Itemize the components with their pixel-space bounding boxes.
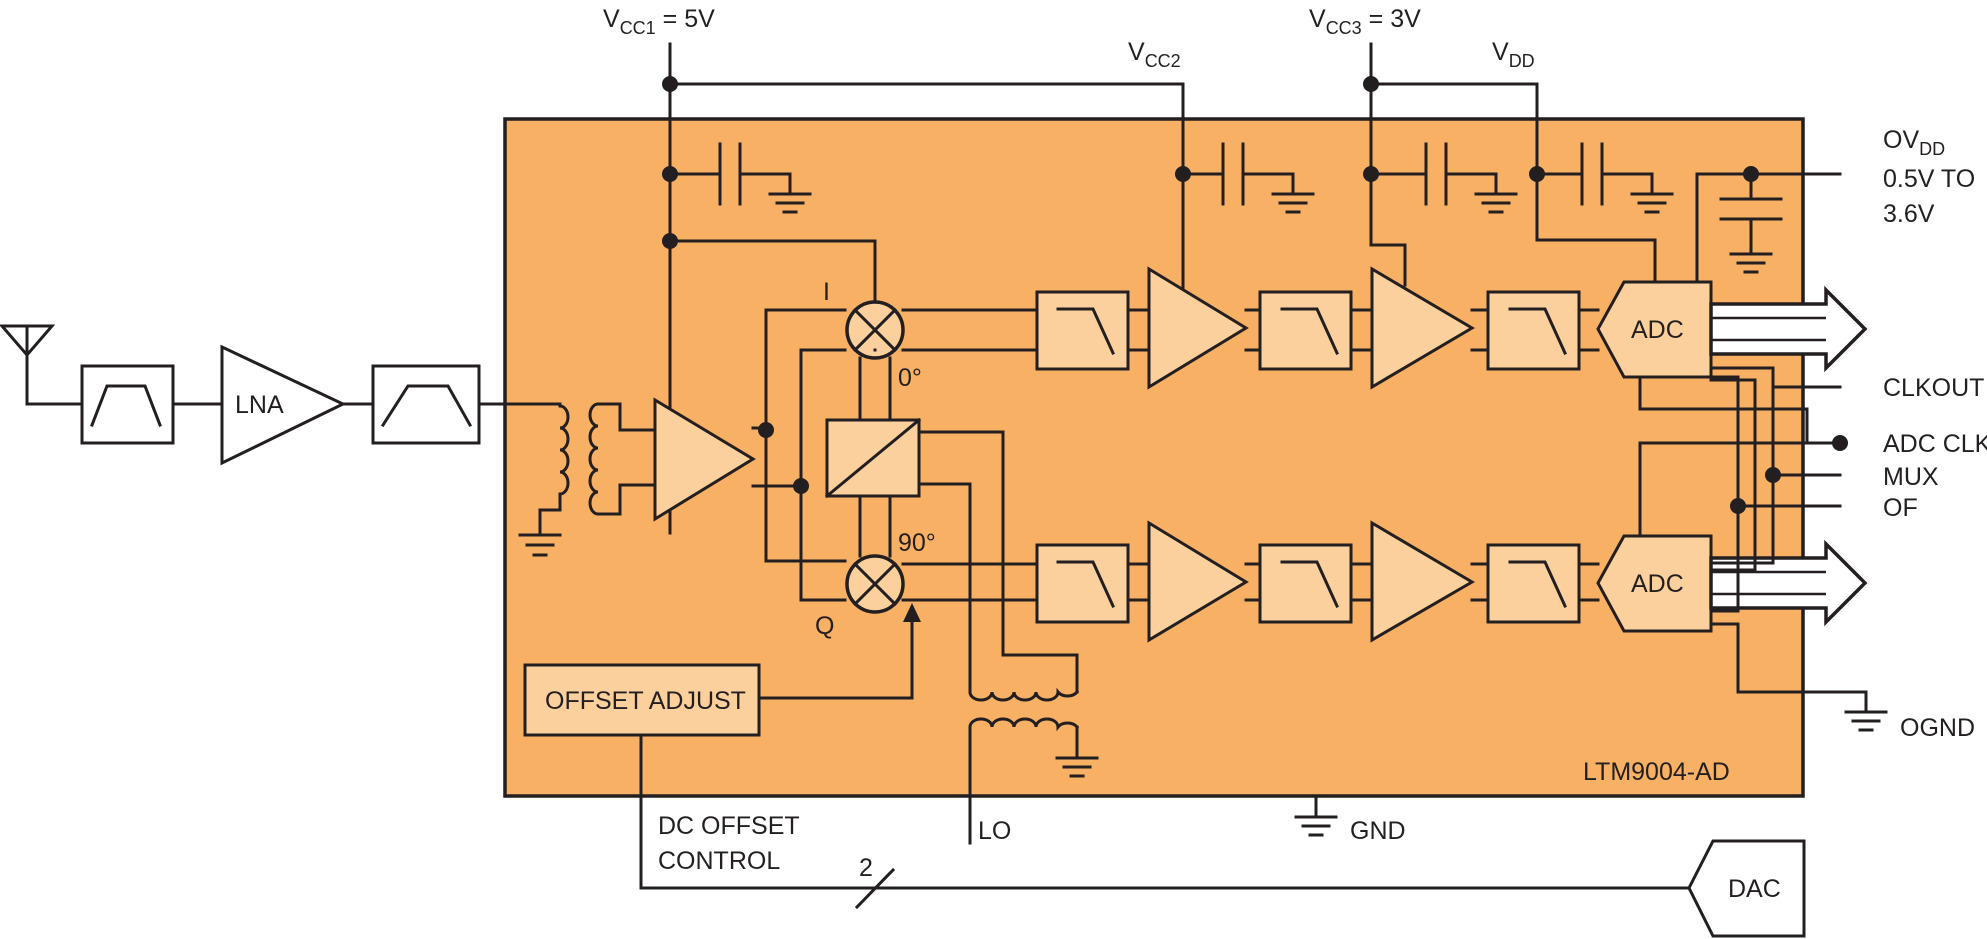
adc-i-label: ADC [1631,316,1684,344]
i-label: I [823,278,830,306]
if-amplifier [653,397,756,522]
adc-clk-label: ADC CLK [1883,430,1987,458]
ovdd-range-label-2: 3.6V [1883,200,1935,228]
i-chain [873,266,1600,390]
deg90-label: 90° [898,529,936,557]
q-label: Q [815,612,834,640]
phase-splitter [824,356,922,558]
ovdd-label: OVDD [1883,126,1945,159]
of-label: OF [1883,494,1918,522]
rf-bandpass-filter [80,364,175,445]
offset-adjust-block: OFFSET ADJUST [523,663,761,737]
offset-adjust-label: OFFSET ADJUST [545,687,746,715]
clkout-label: CLKOUT [1883,374,1984,402]
antenna-icon [0,324,84,406]
bus-width-label: 2 [859,854,873,882]
deg0-label: 0° [898,364,922,392]
q-chain [901,520,1600,643]
mixer-i [845,300,905,360]
control-signals [1638,366,1888,732]
mixer-q [845,554,905,614]
lo-transformer [917,430,1099,845]
lna-amplifier: LNA [220,344,347,466]
adc-q: ADC [1596,534,1713,633]
dac-block: DAC [1687,839,1806,938]
vcc1-label: VCC1 = 5V [603,5,715,38]
dc-offset-bus [639,733,1690,910]
adc-i: ADC [1596,280,1713,379]
dac-label: DAC [1728,875,1781,903]
mixer-routing [764,239,877,602]
module-gnd [1294,794,1338,837]
vdd-label: VDD [1492,38,1535,71]
ovdd-range-label-1: 0.5V TO [1883,165,1975,193]
decoupling-capacitors [668,142,1783,274]
input-transformer [518,402,657,557]
adc-q-label: ADC [1631,570,1684,598]
dc-offset-label-2: CONTROL [658,847,780,875]
lo-label: LO [978,817,1011,845]
lna-label: LNA [235,391,284,419]
ognd-label: OGND [1900,714,1975,742]
module-name-label: LTM9004-AD [1583,758,1730,786]
image-reject-filter [371,364,481,445]
mux-label: MUX [1883,463,1939,491]
gnd-label: GND [1350,817,1406,845]
dc-offset-label-1: DC OFFSET [658,812,800,840]
vcc2-label: VCC2 [1128,38,1181,71]
vcc3-label: VCC3 = 3V [1309,5,1421,38]
